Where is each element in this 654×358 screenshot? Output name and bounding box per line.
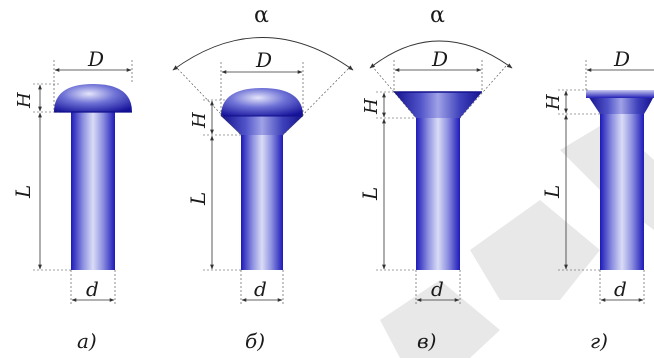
caption-v: в) — [417, 329, 436, 353]
rivet-b-semi-countersunk: α D H L d б) — [172, 3, 354, 353]
rivet-b-label-L: L — [186, 192, 210, 206]
rivet-a-semicircular: D H L d а) — [11, 47, 133, 353]
rivet-g-head — [586, 90, 654, 98]
rivet-v-label-alpha: α — [430, 3, 445, 28]
rivet-b-shank — [241, 135, 283, 270]
rivet-b-cone — [221, 116, 303, 135]
rivet-v-label-H: H — [361, 98, 382, 115]
rivet-b-label-D: D — [255, 48, 272, 72]
rivet-v-countersunk: α D H L d в) — [358, 3, 513, 353]
rivet-g-label-d: d — [614, 277, 627, 301]
rivet-b-head — [221, 88, 303, 116]
rivet-g-flat: D H L d г) — [540, 47, 654, 353]
caption-a: а) — [77, 329, 97, 353]
rivet-a-label-L: L — [11, 185, 35, 199]
rivet-g-label-L: L — [540, 185, 564, 199]
rivet-a-label-H: H — [14, 92, 35, 109]
rivet-b-label-alpha: α — [254, 3, 269, 28]
rivet-v-label-D: D — [431, 47, 448, 71]
rivet-v-shank — [416, 118, 460, 270]
rivet-v-label-L: L — [358, 187, 382, 201]
rivet-b-label-H: H — [189, 112, 210, 129]
caption-g: г) — [590, 329, 608, 353]
caption-b: б) — [245, 329, 265, 353]
rivet-v-angle-arc — [369, 40, 513, 69]
rivet-g-label-H: H — [543, 94, 564, 111]
rivet-a-head — [54, 84, 132, 112]
rivet-g-shank — [600, 114, 644, 270]
rivet-a-shank — [71, 112, 115, 270]
rivet-v-head — [394, 92, 482, 118]
rivet-a-label-d: d — [86, 277, 99, 301]
rivet-v-label-d: d — [431, 277, 444, 301]
rivet-a-label-D: D — [87, 47, 104, 71]
rivet-g-fillet — [588, 96, 654, 114]
rivet-b-label-d: d — [254, 277, 267, 301]
rivet-g-label-D: D — [613, 47, 630, 71]
rivet-b-angle-arc — [172, 37, 354, 71]
